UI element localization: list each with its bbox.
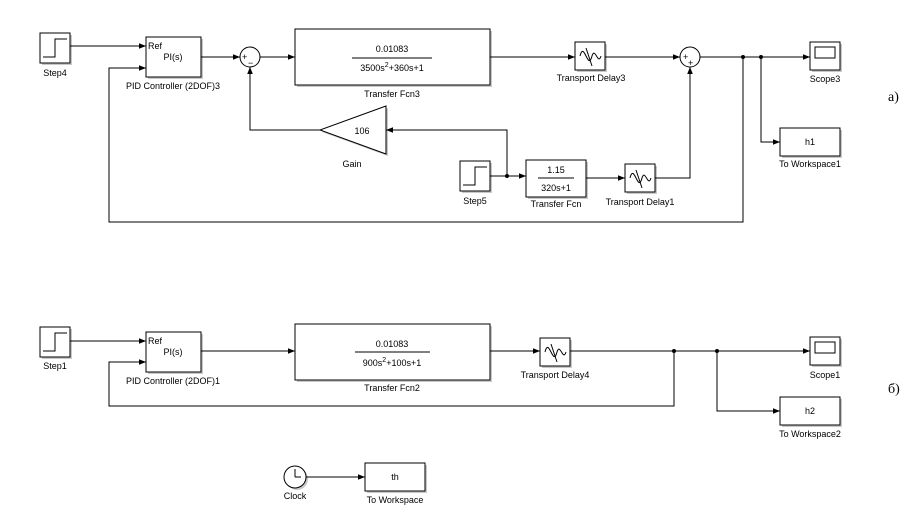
ws-label: To Workspace bbox=[367, 495, 424, 505]
ws-variable: th bbox=[391, 472, 399, 482]
transport-delay1-block[interactable] bbox=[624, 163, 657, 194]
pid3-label: PID Controller (2DOF)3 bbox=[126, 81, 220, 91]
pid3-ref-port: Ref bbox=[148, 41, 163, 51]
clock-block[interactable] bbox=[283, 465, 308, 490]
gain-value: 106 bbox=[354, 126, 369, 136]
step4-label: Step4 bbox=[43, 68, 67, 78]
sum1-plus-sign: + bbox=[242, 52, 247, 62]
scope3-block[interactable] bbox=[809, 41, 842, 72]
scope1-block[interactable] bbox=[809, 336, 842, 367]
tf2-numerator: 0.01083 bbox=[376, 339, 409, 349]
step1-label: Step1 bbox=[43, 361, 67, 371]
to-workspace-block[interactable] bbox=[364, 462, 427, 493]
ws1-label: To Workspace1 bbox=[779, 159, 841, 169]
step1-block[interactable] bbox=[39, 326, 72, 359]
tf-label: Transfer Fcn bbox=[531, 199, 582, 209]
scope3-label: Scope3 bbox=[810, 74, 841, 84]
scope1-label: Scope1 bbox=[810, 370, 841, 380]
delay1-label: Transport Delay1 bbox=[606, 197, 675, 207]
step5-label: Step5 bbox=[463, 196, 487, 206]
sum1-minus-sign: − bbox=[248, 58, 253, 68]
clock-section: Clock th To Workspace bbox=[283, 462, 427, 505]
tf2-label: Transfer Fcn2 bbox=[364, 383, 420, 393]
pid3-function: PI(s) bbox=[164, 52, 183, 62]
panel-b-signal-lines bbox=[70, 338, 810, 414]
pid1-ref-port: Ref bbox=[148, 336, 163, 346]
step4-block[interactable] bbox=[39, 32, 72, 65]
clock-label: Clock bbox=[284, 491, 307, 501]
tf3-numerator: 0.01083 bbox=[376, 44, 409, 54]
tf-denominator: 320s+1 bbox=[541, 183, 571, 193]
transfer-fcn3-block[interactable] bbox=[294, 28, 492, 87]
transport-delay4-block[interactable] bbox=[539, 337, 572, 368]
step5-block[interactable] bbox=[459, 160, 492, 193]
panel-a-label: а) bbox=[888, 90, 899, 105]
sum2-plus-left: + bbox=[683, 52, 688, 62]
pid1-function: PI(s) bbox=[164, 347, 183, 357]
panel-a: Step4 Ref PI(s) PID Controller (2DOF)3 +… bbox=[39, 28, 899, 223]
panel-a-signal-lines bbox=[70, 43, 810, 223]
transfer-fcn2-block[interactable] bbox=[294, 323, 492, 382]
tf3-label: Transfer Fcn3 bbox=[364, 89, 420, 99]
sum2-plus-bottom: + bbox=[688, 58, 693, 68]
pid1-label: PID Controller (2DOF)1 bbox=[126, 376, 220, 386]
delay3-label: Transport Delay3 bbox=[557, 73, 626, 83]
pid-controller-1-block[interactable] bbox=[145, 331, 203, 374]
tf2-denominator: 900s2+100s+1 bbox=[363, 357, 421, 368]
transfer-fcn-block[interactable] bbox=[525, 159, 588, 199]
gain-label: Gain bbox=[342, 159, 361, 169]
ws2-label: To Workspace2 bbox=[779, 429, 841, 439]
panel-b-label: б) bbox=[888, 382, 900, 397]
tf3-denominator: 3500s2+360s+1 bbox=[360, 62, 423, 73]
panel-b: Step1 Ref PI(s) PID Controller (2DOF)1 0… bbox=[39, 323, 900, 439]
tf-numerator: 1.15 bbox=[547, 165, 565, 175]
ws1-variable: h1 bbox=[805, 137, 815, 147]
delay4-label: Transport Delay4 bbox=[521, 370, 590, 380]
transport-delay3-block[interactable] bbox=[574, 41, 607, 72]
ws2-variable: h2 bbox=[805, 406, 815, 416]
